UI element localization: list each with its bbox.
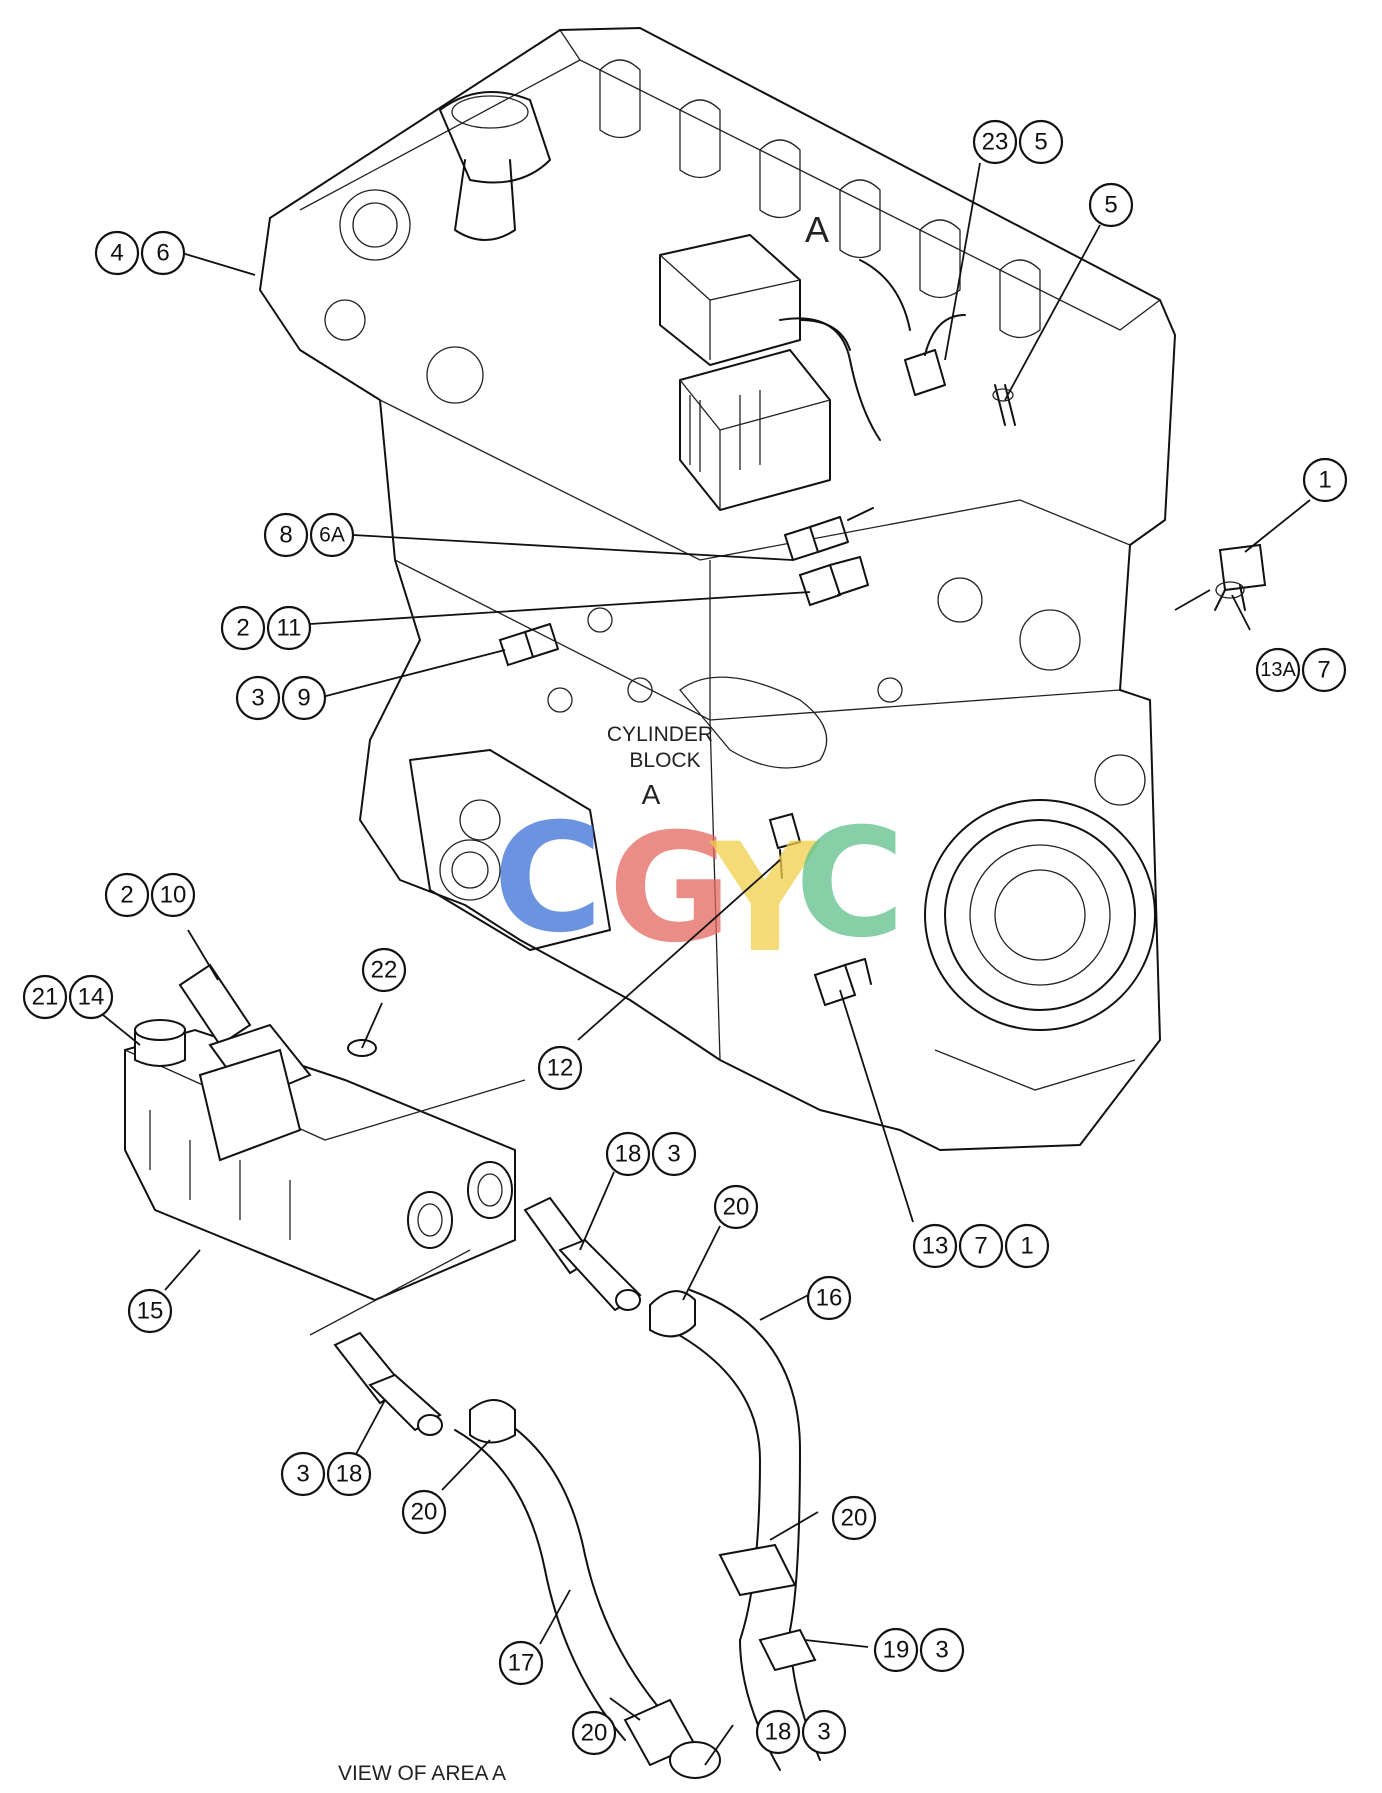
- callout-part-13: 13: [922, 1233, 949, 1260]
- callout-part-20: 20: [411, 1499, 438, 1526]
- callout-23-5: 23 5: [972, 119, 1064, 165]
- watermark-letter-2: G: [608, 802, 731, 976]
- callout-21-14: 21 14: [22, 974, 114, 1020]
- callout-part-18: 18: [615, 1141, 642, 1168]
- callout-part-17: 17: [508, 1650, 535, 1677]
- cylinder-block-label-line-2: BLOCK: [629, 749, 700, 772]
- callout-3-9: 3 9: [235, 675, 327, 721]
- callout-part-2: 2: [236, 615, 249, 642]
- callout-part-18: 18: [765, 1719, 792, 1746]
- callout-3-18-lower: 3 18: [280, 1451, 372, 1497]
- callout-18-3-bottom: 18 3: [755, 1709, 847, 1755]
- watermark-letter-1: C: [493, 792, 603, 966]
- callout-part-13a: 13A: [1260, 659, 1296, 681]
- leader-lines: [102, 162, 1311, 1766]
- callout-part-10: 10: [160, 882, 187, 909]
- callout-part-3: 3: [667, 1141, 680, 1168]
- callout-part-5: 5: [1104, 192, 1117, 219]
- callout-2-10: 2 10: [104, 872, 196, 918]
- callout-20-left: 20: [401, 1489, 447, 1535]
- callout-part-20: 20: [581, 1720, 608, 1747]
- block-area-marker: A: [642, 779, 661, 810]
- callout-part-1: 1: [1020, 1233, 1033, 1260]
- callout-part-12: 12: [547, 1055, 574, 1082]
- callout-part-2: 2: [120, 882, 133, 909]
- callout-part-4: 4: [110, 240, 123, 267]
- callout-part-7: 7: [974, 1233, 987, 1260]
- callout-part-6: 6: [156, 240, 169, 267]
- callout-part-23: 23: [982, 129, 1009, 156]
- callout-part-1: 1: [1318, 467, 1331, 494]
- callout-17: 17: [498, 1640, 544, 1686]
- callout-part-5: 5: [1034, 129, 1047, 156]
- callout-part-6a: 6A: [319, 524, 345, 547]
- engine-block-drawing: [259, 27, 1267, 1151]
- callout-part-3: 3: [296, 1461, 309, 1488]
- callout-13-7-1: 13 7 1: [912, 1223, 1050, 1269]
- callout-15: 15: [127, 1288, 173, 1334]
- callout-1: 1: [1302, 457, 1348, 503]
- callout-20-upper: 20: [713, 1184, 759, 1230]
- callout-12: 12: [537, 1045, 583, 1091]
- callout-part-20: 20: [723, 1194, 750, 1221]
- callout-19-3: 19 3: [873, 1627, 965, 1673]
- callout-4-6: 4 6: [94, 230, 186, 276]
- callout-part-14: 14: [78, 984, 105, 1011]
- callout-20-bottom: 20: [571, 1710, 617, 1756]
- callout-2-11: 2 11: [220, 605, 312, 651]
- callout-part-22: 22: [371, 957, 398, 984]
- callout-part-16: 16: [816, 1285, 843, 1312]
- callout-18-3-upper: 18 3: [605, 1131, 697, 1177]
- callout-part-15: 15: [137, 1298, 164, 1325]
- callout-part-9: 9: [297, 685, 310, 712]
- callout-part-3: 3: [935, 1637, 948, 1664]
- callout-5: 5: [1088, 182, 1134, 228]
- callout-part-3: 3: [817, 1719, 830, 1746]
- callout-8-6a: 8 6A: [263, 512, 355, 558]
- callout-22: 22: [361, 947, 407, 993]
- callout-16: 16: [806, 1275, 852, 1321]
- view-caption: VIEW OF AREA A: [338, 1762, 506, 1785]
- area-a-marker: A: [805, 209, 829, 250]
- callout-part-18: 18: [336, 1461, 363, 1488]
- filter-base-and-hoses-drawing: [124, 963, 821, 1779]
- callout-bubbles: 4 6 23 5 5 1 8 6A 2 11 3 9: [22, 119, 1348, 1756]
- cylinder-block-label-line-1: CYLINDER: [607, 723, 713, 746]
- callout-part-20: 20: [841, 1505, 868, 1532]
- callout-part-11: 11: [277, 615, 302, 642]
- callout-part-19: 19: [883, 1637, 910, 1664]
- callout-20-right: 20: [831, 1495, 877, 1541]
- callout-part-7: 7: [1317, 657, 1330, 684]
- watermark: C G Y C: [493, 792, 905, 986]
- callout-part-3: 3: [251, 685, 264, 712]
- callout-part-8: 8: [279, 522, 292, 549]
- callout-13a-7: 13A 7: [1255, 647, 1347, 693]
- watermark-letter-3: Y: [709, 812, 822, 986]
- callout-part-21: 21: [32, 984, 59, 1011]
- watermark-letter-4: C: [795, 797, 905, 971]
